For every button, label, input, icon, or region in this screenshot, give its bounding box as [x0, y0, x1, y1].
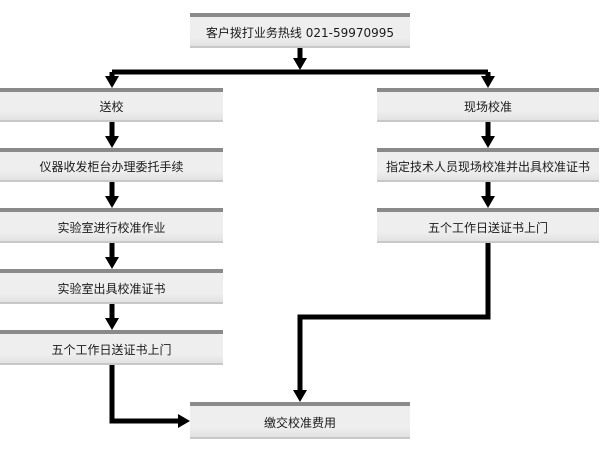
arrow-to-left-step-5 [105, 318, 119, 330]
arrow-to-right-step-3 [481, 196, 495, 208]
right-step-3-text: 五个工作日送证书上门 [427, 220, 548, 235]
hotline-text: 客户拨打业务热线 021-59970995 [205, 25, 395, 40]
left-step-3-box: 实验室进行校准作业 [0, 208, 223, 243]
final-box: 缴交校准费用 [190, 402, 410, 439]
arrow-to-right-step-2 [481, 136, 495, 148]
left-step-2-text: 仪器收发柜台办理委托手续 [39, 160, 184, 174]
hotline-box: 客户拨打业务热线 021-59970995 [190, 13, 410, 48]
arrow-to-final-from-right [293, 390, 307, 402]
arrow-to-left-step-2 [105, 136, 119, 148]
left-step-1-text: 送校 [99, 100, 124, 114]
left-step-1-box: 送校 [0, 88, 223, 122]
right-step-1-text: 现场校准 [463, 100, 512, 114]
right-step-3-box: 五个工作日送证书上门 [377, 208, 599, 243]
arrow-to-hotline-split [293, 58, 307, 70]
right-step-1-box: 现场校准 [377, 88, 599, 122]
connector-right-final [297, 243, 491, 392]
arrow-to-final-from-left [178, 414, 190, 428]
left-step-5-box: 五个工作日送证书上门 [0, 330, 223, 365]
arrow-to-left-step-3 [105, 196, 119, 208]
left-step-4-box: 实验室出具校准证书 [0, 269, 223, 304]
left-step-5-text: 五个工作日送证书上门 [51, 342, 172, 357]
left-step-2-box: 仪器收发柜台办理委托手续 [0, 148, 223, 182]
right-step-2-box: 指定技术人员现场校准并出具校准证书 [377, 148, 599, 182]
left-step-3-text: 实验室进行校准作业 [57, 220, 166, 235]
connector-left-final [109, 365, 180, 424]
arrow-to-right-step-1 [481, 76, 495, 88]
arrow-to-left-step-1 [105, 76, 119, 88]
left-step-4-text: 实验室出具校准证书 [57, 281, 166, 296]
right-step-2-text: 指定技术人员现场校准并出具校准证书 [385, 160, 590, 174]
final-text: 缴交校准费用 [263, 415, 336, 430]
arrow-to-left-step-4 [105, 257, 119, 269]
